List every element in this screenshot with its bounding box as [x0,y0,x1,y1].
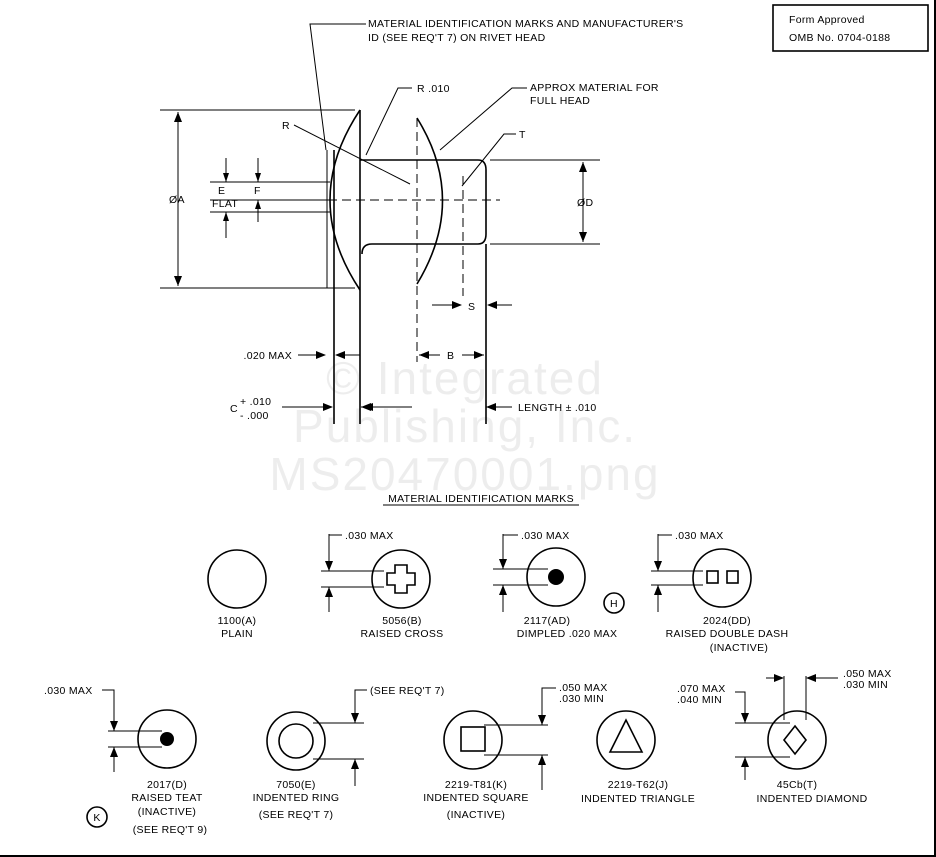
mark-2219t62-desc: INDENTED TRIANGLE [581,793,695,805]
mark-2219t81-indented-square [443,687,556,790]
mark-45cb-dim1: .070 MAX [677,683,726,695]
form-approved-text: Form Approved [789,14,865,26]
mark-note-line2: ID (SEE REQ'T 7) ON RIVET HEAD [368,32,546,44]
mark-45cb-indented-diamond [735,674,838,780]
mark-2017-desc: RAISED TEAT [131,792,202,804]
rev-k-circle [86,806,108,828]
mark-5056-desc: RAISED CROSS [361,628,444,640]
c-label: C [230,403,238,415]
mark-leader [309,23,366,151]
max020-label: .020 MAX [243,350,292,362]
mark-2219t81-dim1: .050 MAX [559,682,608,694]
mark-1100-plain [207,549,267,609]
rev-k-label: K [93,812,100,824]
mark-note-line1: MATERIAL IDENTIFICATION MARKS AND MANUFA… [368,18,684,30]
mark-7050-extra: (SEE REQ'T 7) [259,809,334,821]
dia-d-label: ØD [577,197,593,209]
mark-2024-code: 2024(DD) [703,615,751,627]
dim-length [363,403,512,411]
omb-number-text: OMB No. 0704-0188 [789,32,890,44]
mark-7050-desc: INDENTED RING [253,792,340,804]
mark-2017-raised-teat [102,689,197,772]
mark-7050-indented-ring [266,689,367,786]
dim-020max [298,351,360,359]
mark-2219t62-indented-triangle [596,710,656,770]
mark-5056-dim: .030 MAX [345,530,394,542]
mark-45cb-dim4: .030 MIN [843,679,888,691]
mark-45cb-desc: INDENTED DIAMOND [757,793,868,805]
dim-a [160,109,355,289]
mark-2024-dim: .030 MAX [675,530,724,542]
section-title: MATERIAL IDENTIFICATION MARKS [388,493,574,505]
mark-2117-dimpled [493,534,586,612]
mark-2017-extra2: (SEE REQ'T 9) [133,824,208,836]
c-plus: + .010 [240,396,271,408]
mark-2024-extra: (INACTIVE) [710,642,768,654]
mark-2017-extra: (INACTIVE) [138,806,196,818]
r010-label: R .010 [417,83,450,95]
dim-e-f [210,158,330,238]
approx-leader [439,87,527,151]
t-label: T [519,129,526,141]
approx-line2: FULL HEAD [530,95,590,107]
r-leader [293,124,411,185]
r010-leader [365,87,412,156]
mark-45cb-dim3: .050 MAX [843,668,892,680]
mark-45cb-code: 45Cb(T) [777,779,818,791]
mark-7050-dim: (SEE REQ'T 7) [370,685,445,697]
mark-45cb-dim2: .040 MIN [677,694,722,706]
rev-h-circle [603,592,625,614]
rivet-shank [300,118,500,424]
mark-5056-raised-cross [321,534,431,612]
mark-5056-code: 5056(B) [382,615,421,627]
mark-2219t62-code: 2219-T62(J) [608,779,669,791]
mark-1100-desc: PLAIN [221,628,253,640]
approx-line1: APPROX MATERIAL FOR [530,82,659,94]
form-box [772,4,929,52]
dia-a-label: ØA [169,194,185,206]
rev-h-label: H [610,598,618,610]
mark-1100-code: 1100(A) [218,615,257,627]
watermark-line2: Publishing, Inc. [293,400,637,452]
flat-label: FLAT [212,198,238,210]
mark-2219t81-desc: INDENTED SQUARE [423,792,528,804]
dim-d [490,159,600,245]
b-label: B [447,350,454,362]
mark-2117-desc: DIMPLED .020 MAX [517,628,618,640]
mark-2219t81-extra: (INACTIVE) [447,809,505,821]
mark-2219t81-dim2: .030 MIN [559,693,604,705]
mark-2219t81-code: 2219-T81(K) [445,779,507,791]
mark-7050-code: 7050(E) [276,779,315,791]
mark-2024-desc: RAISED DOUBLE DASH [666,628,789,640]
mark-2017-code: 2017(D) [147,779,187,791]
f-label: F [254,185,261,197]
dim-b [419,351,484,359]
c-minus: - .000 [240,410,269,422]
mark-2024-double-dash [651,534,752,612]
watermark-line1: © Integrated [326,352,604,404]
mark-2017-dim: .030 MAX [44,685,93,697]
dim-s [432,301,512,309]
watermark-line3: MS20470001.png [269,448,660,500]
e-label: E [218,185,225,197]
length-label: LENGTH ± .010 [518,402,597,414]
mark-2117-code: 2117(AD) [524,615,571,627]
r-label: R [282,120,290,132]
s-label: S [468,301,475,313]
mark-2117-dim: .030 MAX [521,530,570,542]
t-leader [461,133,516,187]
